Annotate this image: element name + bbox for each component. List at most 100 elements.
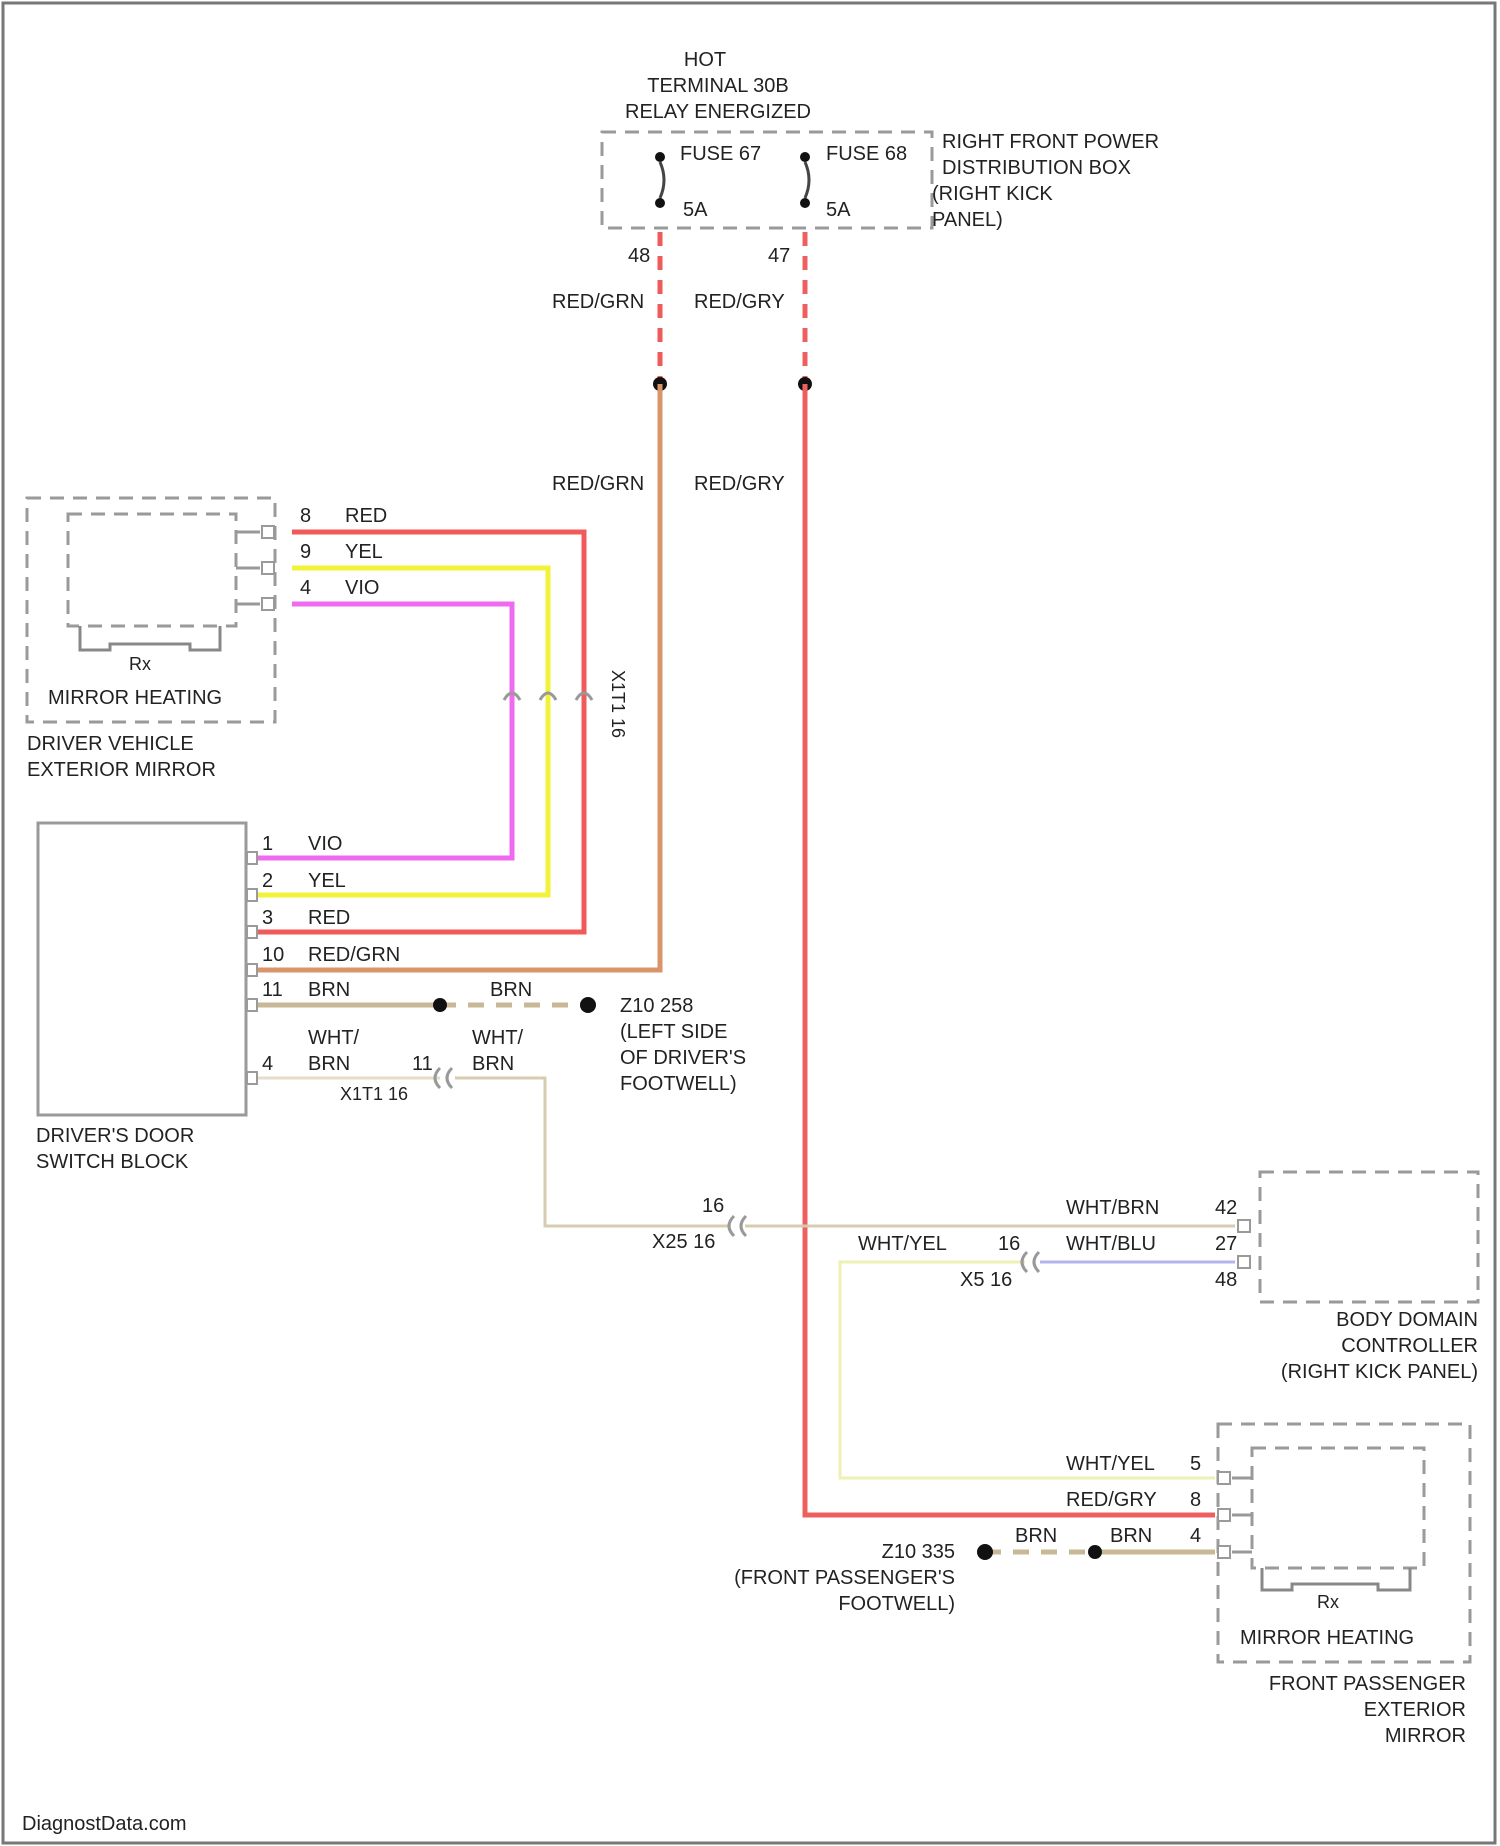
driver-mirror-pin-9-num: 9 bbox=[300, 541, 311, 563]
pass-wire-3-color: BRN bbox=[1110, 1525, 1152, 1547]
fuse-68-wire-label: RED/GRY bbox=[694, 291, 785, 313]
driver-mirror-line1: DRIVER VEHICLE bbox=[27, 733, 194, 755]
power-box-line3: (RIGHT KICK bbox=[932, 183, 1053, 205]
wht-right-label: WHT/ bbox=[472, 1027, 524, 1049]
driver-mirror-heating-element: Rx bbox=[80, 626, 220, 674]
brn-right-wire-label: BRN bbox=[472, 1053, 514, 1075]
driver-mirror-line2: EXTERIOR MIRROR bbox=[27, 759, 216, 781]
switch-pin-1: 1 bbox=[262, 833, 273, 855]
power-box-line1: RIGHT FRONT POWER bbox=[942, 131, 1159, 153]
svg-text:X1T1 16: X1T1 16 bbox=[608, 670, 628, 738]
driver-mirror-pin-8 bbox=[262, 526, 274, 538]
bdc-line1: BODY DOMAIN bbox=[1336, 1309, 1478, 1331]
pass-brn-left-label: BRN bbox=[1015, 1525, 1057, 1547]
power-box-line4: PANEL) bbox=[932, 209, 1003, 231]
wire-yellow bbox=[255, 568, 548, 895]
inline-connector-x1t1: X1T1 16 bbox=[504, 670, 628, 738]
pass-mirror-terminals bbox=[1218, 1472, 1252, 1558]
ground-z10-258 bbox=[580, 997, 596, 1013]
power-box-line2: DISTRIBUTION BOX bbox=[942, 157, 1131, 179]
pass-mirror-heating-box bbox=[1252, 1448, 1424, 1568]
bdc-wire-3-pin: 48 bbox=[1215, 1269, 1237, 1291]
ground-left-line4: FOOTWELL) bbox=[620, 1073, 737, 1095]
switch-pin-3-color: RED bbox=[308, 907, 350, 929]
bdc-wire-1-pin: 42 bbox=[1215, 1197, 1237, 1219]
x5-label: X5 16 bbox=[960, 1269, 1012, 1291]
bdc-box bbox=[1260, 1172, 1478, 1302]
switch-wht-label: WHT/ bbox=[308, 1027, 360, 1049]
wire-violet bbox=[255, 604, 512, 858]
switch-block-line1: DRIVER'S DOOR bbox=[36, 1125, 194, 1147]
trunk-label-red-gry: RED/GRY bbox=[694, 473, 785, 495]
ground-left-line3: OF DRIVER'S bbox=[620, 1047, 746, 1069]
splice-brn-right bbox=[1088, 1545, 1102, 1559]
fuse-68-pin: 47 bbox=[768, 245, 790, 267]
fuse-67: FUSE 67 5A 48 bbox=[628, 143, 761, 267]
x25-label: X25 16 bbox=[652, 1231, 715, 1253]
power-source-line2: TERMINAL 30B bbox=[647, 75, 789, 97]
pass-mirror-line3: MIRROR bbox=[1385, 1725, 1466, 1747]
pass-wire-1-pin: 5 bbox=[1190, 1453, 1201, 1475]
ground-right-line2: (FRONT PASSENGER'S bbox=[734, 1567, 955, 1589]
ground-right-line1: Z10 335 bbox=[882, 1541, 955, 1563]
bdc-wire-2-color: WHT/BLU bbox=[1066, 1233, 1156, 1255]
switch-pin-1-color: VIO bbox=[308, 833, 342, 855]
ground-z10-335 bbox=[977, 1544, 993, 1560]
switch-block-terminals bbox=[247, 852, 257, 1084]
pass-mirror-line1: FRONT PASSENGER bbox=[1269, 1673, 1466, 1695]
switch-pin-3: 3 bbox=[262, 907, 273, 929]
fuse-67-rating: 5A bbox=[683, 199, 708, 221]
x25-connector-symbol bbox=[729, 1216, 746, 1236]
power-source-line1: HOT bbox=[684, 49, 726, 71]
wire-wht-yel bbox=[840, 1262, 1215, 1478]
switch-pin-4: 4 bbox=[262, 1053, 273, 1075]
driver-mirror-heating-box bbox=[68, 514, 236, 626]
driver-mirror-element-label: Rx bbox=[129, 654, 151, 674]
fuse-67-pin: 48 bbox=[628, 245, 650, 267]
switch-pin-10-color: RED/GRN bbox=[308, 944, 400, 966]
pass-wire-2-color: RED/GRY bbox=[1066, 1489, 1157, 1511]
driver-mirror-inner-label: MIRROR HEATING bbox=[48, 687, 222, 709]
driver-mirror-pin-9-color: YEL bbox=[345, 541, 383, 563]
trunk-label-red-grn: RED/GRN bbox=[552, 473, 644, 495]
pass-mirror-line2: EXTERIOR bbox=[1364, 1699, 1466, 1721]
pass-mirror-element-label: Rx bbox=[1317, 1592, 1339, 1612]
x1t1-label: X1T1 16 bbox=[340, 1084, 408, 1104]
switch-block-box bbox=[38, 823, 246, 1115]
switch-pin-11-color: BRN bbox=[308, 979, 350, 1001]
x25-pin: 16 bbox=[702, 1195, 724, 1217]
fuse-67-wire-label: RED/GRN bbox=[552, 291, 644, 313]
power-source-line3: RELAY ENERGIZED bbox=[625, 101, 811, 123]
ground-left-line1: Z10 258 bbox=[620, 995, 693, 1017]
splice-brn-left bbox=[433, 998, 447, 1012]
bdc-line3: (RIGHT KICK PANEL) bbox=[1281, 1361, 1478, 1383]
brn-right-label: BRN bbox=[490, 979, 532, 1001]
switch-brn-label: BRN bbox=[308, 1053, 350, 1075]
driver-mirror-pin-4 bbox=[262, 598, 274, 610]
wire-wht-brn-run bbox=[455, 1078, 730, 1226]
switch-block-line2: SWITCH BLOCK bbox=[36, 1151, 189, 1173]
switch-pin-11: 11 bbox=[262, 979, 283, 1001]
driver-mirror-pin-4-color: VIO bbox=[345, 577, 379, 599]
pass-wire-2-pin: 8 bbox=[1190, 1489, 1201, 1511]
switch-pin-2: 2 bbox=[262, 870, 273, 892]
wire-red-gry bbox=[805, 384, 1215, 1515]
fuse-68: FUSE 68 5A 47 bbox=[768, 143, 907, 267]
driver-mirror-pin-9 bbox=[262, 562, 274, 574]
driver-mirror-pin-8-num: 8 bbox=[300, 505, 311, 527]
bdc-wire-2-pin: 27 bbox=[1215, 1233, 1237, 1255]
ground-right-line3: FOOTWELL) bbox=[838, 1593, 955, 1615]
wht-yel-left-label: WHT/YEL bbox=[858, 1233, 947, 1255]
x5-pin: 16 bbox=[998, 1233, 1020, 1255]
pass-wire-3-pin: 4 bbox=[1190, 1525, 1201, 1547]
bdc-line2: CONTROLLER bbox=[1341, 1335, 1478, 1357]
ground-left-line2: (LEFT SIDE bbox=[620, 1021, 727, 1043]
bdc-terminals bbox=[1238, 1220, 1250, 1268]
fuse-68-rating: 5A bbox=[826, 199, 851, 221]
x1t1-pin: 11 bbox=[412, 1053, 433, 1075]
switch-pin-2-color: YEL bbox=[308, 870, 346, 892]
driver-mirror-pin-8-color: RED bbox=[345, 505, 387, 527]
watermark: DiagnostData.com bbox=[22, 1813, 187, 1835]
pass-mirror-inner-label: MIRROR HEATING bbox=[1240, 1627, 1414, 1649]
